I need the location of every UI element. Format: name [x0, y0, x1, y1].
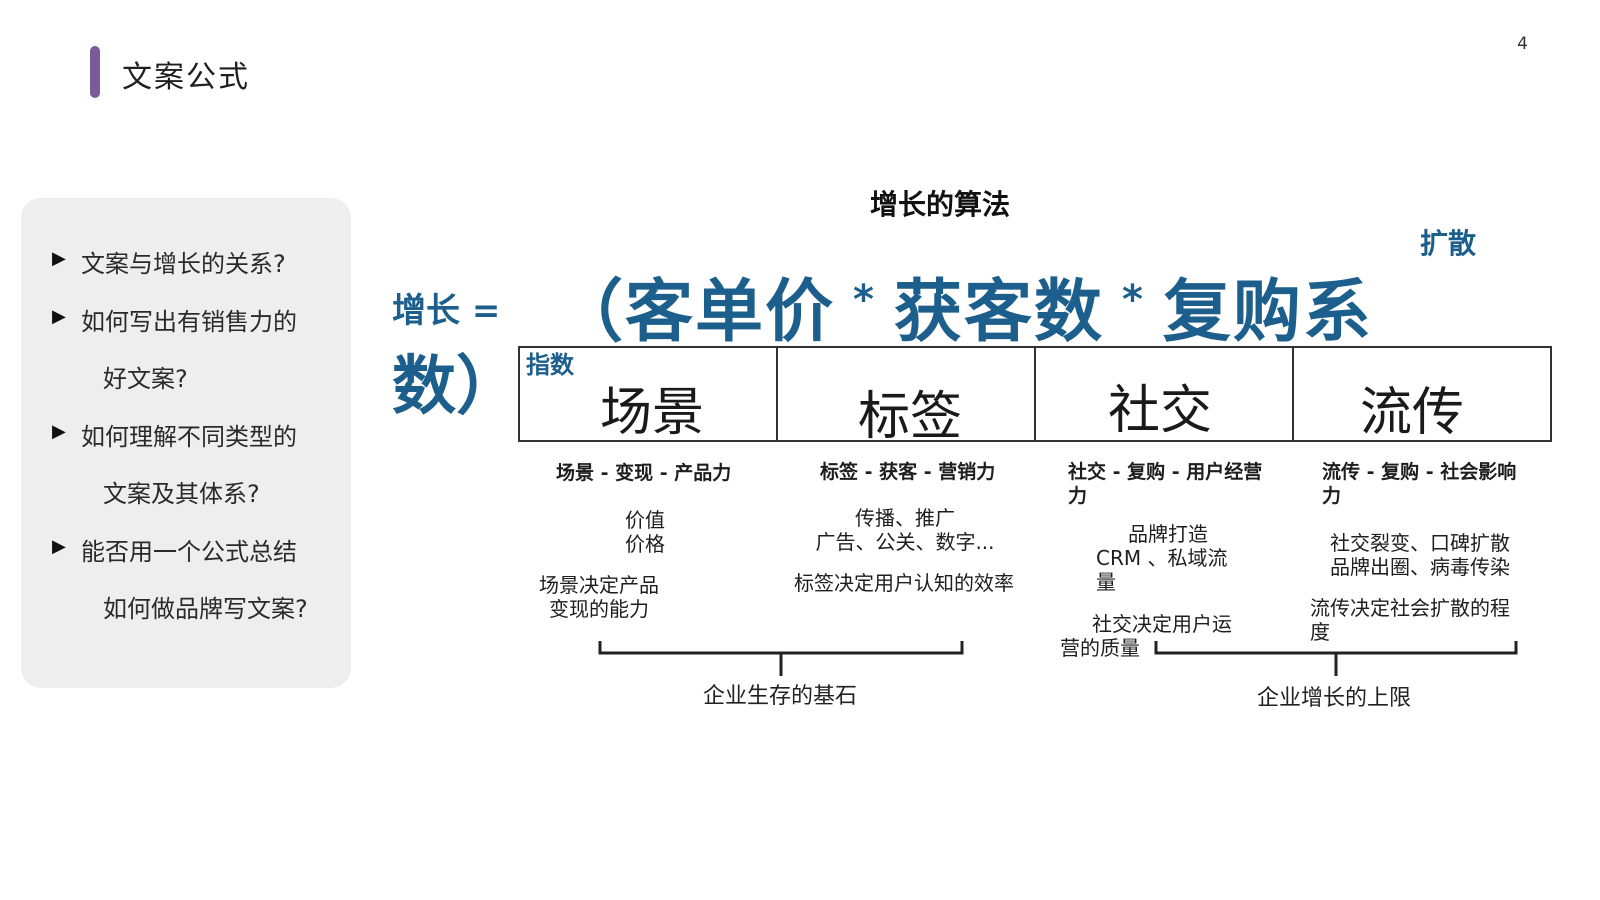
formula-open-paren: （ [555, 273, 626, 352]
agenda-panel: ▶ 文案与增长的关系? ▶ 如何写出有销售力的 好文案? ▶ 如何理解不同类型的… [21, 198, 351, 688]
formula-term-customers: 获客数 [893, 273, 1104, 352]
agenda-item-continued: 文案及其体系? [103, 480, 260, 508]
title-accent-bar [90, 46, 100, 98]
formula-heading: 增长的算法 [870, 188, 1011, 221]
group-label-right: 企业增长的上限 [1257, 686, 1412, 711]
formula-main-expression: （客单价 * 获客数 * 复购系 [555, 256, 1373, 355]
factor-detail: 社交裂变、口碑扩散品牌出圈、病毒传染 [1330, 531, 1510, 579]
factor-cell-social: 社交 [1036, 348, 1294, 441]
factor-heading: 场景 - 变现 - 产品力 [556, 462, 732, 484]
factor-note: 场景决定产品变现的能力 [539, 573, 659, 621]
bullet-icon: ▶ [52, 306, 66, 327]
agenda-item: 如何理解不同类型的 [81, 423, 297, 451]
factor-note: 社交决定用户运营的质量 [1060, 612, 1232, 660]
formula-growth-label: 增长 = [392, 291, 501, 331]
right-brace-icon [1154, 641, 1518, 676]
factor-heading: 标签 - 获客 - 营销力 [820, 461, 996, 483]
factor-cell-tag: 标签 [778, 348, 1036, 447]
factor-heading: 社交 - 复购 - 用户经营力 [1068, 461, 1263, 507]
formula-term-price: 客单价 [625, 273, 836, 352]
formula-spread-label: 扩散 [1420, 227, 1477, 260]
bullet-icon: ▶ [52, 421, 66, 442]
page-title: 文案公式 [122, 60, 250, 95]
factor-cell-scene: 场景 [520, 348, 778, 443]
factor-cell-spread: 流传 [1360, 383, 1465, 443]
page-number: 4 [1517, 34, 1528, 54]
bullet-icon: ▶ [52, 536, 66, 557]
formula-closing-term: 数） [392, 350, 520, 424]
agenda-item: 文案与增长的关系? [81, 250, 286, 278]
factor-note: 标签决定用户认知的效率 [794, 571, 1014, 595]
formula-term-repurchase: 复购系 [1162, 273, 1373, 352]
multiply-icon: * [853, 277, 876, 323]
agenda-item-continued: 好文案? [103, 365, 188, 393]
agenda-item: 如何写出有销售力的 [81, 308, 297, 336]
agenda-item-continued: 如何做品牌写文案? [103, 595, 308, 623]
factor-note: 流传决定社会扩散的程度 [1310, 596, 1510, 644]
factor-table: 场景 标签 社交 流传 [518, 346, 1552, 447]
multiply-icon: * [1121, 277, 1145, 323]
group-label-left: 企业生存的基石 [703, 684, 858, 709]
left-brace-icon [598, 641, 964, 676]
agenda-item: 能否用一个公式总结 [81, 538, 297, 566]
factor-detail: 传播、推广广告、公关、数字... [815, 506, 995, 554]
bullet-icon: ▶ [52, 248, 66, 269]
factor-detail: 价值价格 [625, 508, 665, 556]
formula-index-label: 指数 [526, 351, 574, 379]
factor-heading: 流传 - 复购 - 社会影响力 [1322, 461, 1517, 507]
